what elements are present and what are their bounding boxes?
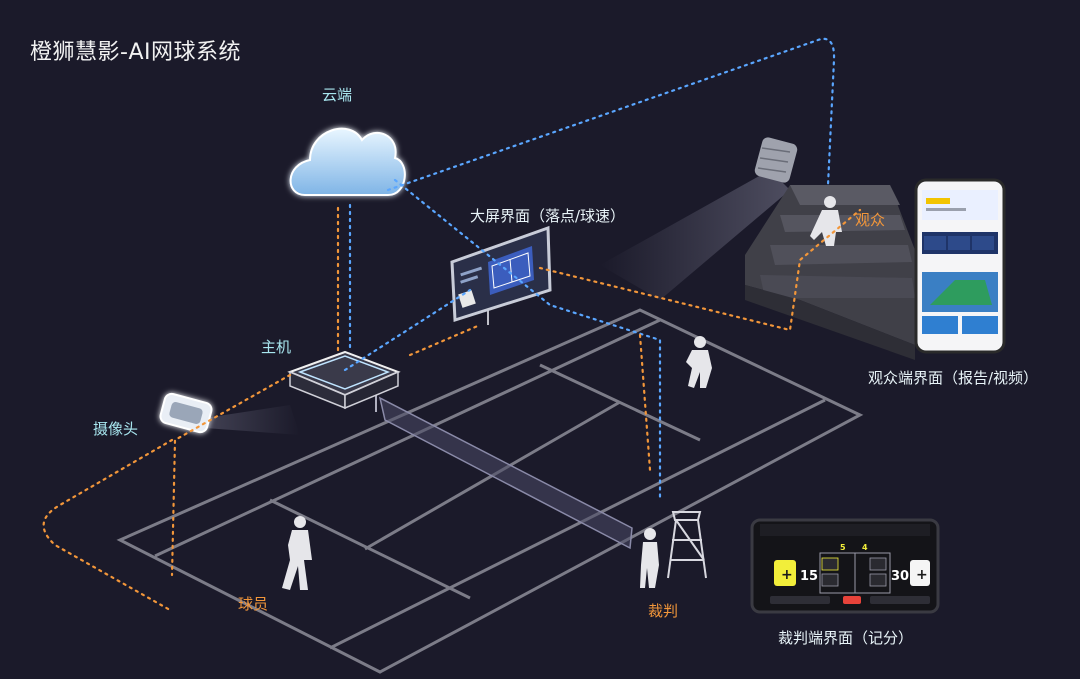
cloud-icon xyxy=(289,127,406,196)
camera-beam xyxy=(205,405,300,435)
label-umpire: 裁判 xyxy=(648,602,679,620)
court-service-line-near xyxy=(269,498,471,600)
label-umpire-ui: 裁判端界面（记分） xyxy=(778,629,914,647)
umpire-chair xyxy=(667,511,707,579)
audience-phone xyxy=(914,178,1006,354)
umpire-score-left: 15 xyxy=(800,569,818,584)
blue-data-flow xyxy=(343,37,836,502)
umpire-games-left: 5 xyxy=(840,543,846,552)
label-audience-ui: 观众端界面（报告/视频） xyxy=(868,369,1039,387)
label-camera: 摄像头 xyxy=(93,420,139,438)
spectator-figure xyxy=(810,196,842,246)
umpire-figure xyxy=(640,528,659,588)
label-cloud: 云端 xyxy=(322,86,353,104)
tennis-court xyxy=(116,308,864,674)
big-screen-device xyxy=(450,225,552,325)
projector xyxy=(754,137,798,183)
label-audience: 观众 xyxy=(855,211,886,229)
player-near-figure xyxy=(282,516,312,590)
court-sideline-right xyxy=(329,398,826,650)
projector-beam xyxy=(600,170,790,300)
player-far-figure xyxy=(686,336,712,388)
court-outer-line xyxy=(116,308,864,674)
court-sideline-left xyxy=(154,318,661,558)
audience-stands xyxy=(745,185,915,360)
umpire-score-right: 30 xyxy=(891,569,909,584)
label-player: 球员 xyxy=(238,595,269,613)
umpire-games-right: 4 xyxy=(862,543,868,552)
page-title: 橙狮慧影-AI网球系统 xyxy=(30,40,241,65)
umpire-plus-left: + xyxy=(781,567,793,583)
label-big-screen: 大屏界面（落点/球速） xyxy=(470,207,626,225)
label-host: 主机 xyxy=(261,338,292,356)
camera-device xyxy=(159,392,213,434)
host-device xyxy=(287,350,401,410)
umpire-tablet: + 15 30 + 5 4 xyxy=(750,518,940,614)
orange-data-flow xyxy=(42,206,862,612)
umpire-plus-right: + xyxy=(916,567,928,583)
tennis-net xyxy=(378,396,633,550)
